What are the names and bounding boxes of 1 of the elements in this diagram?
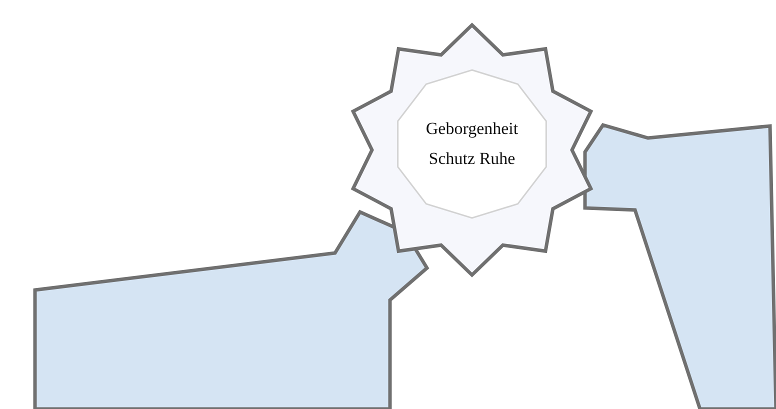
node-text: Geborgenheit Schutz Ruhe bbox=[424, 118, 520, 170]
